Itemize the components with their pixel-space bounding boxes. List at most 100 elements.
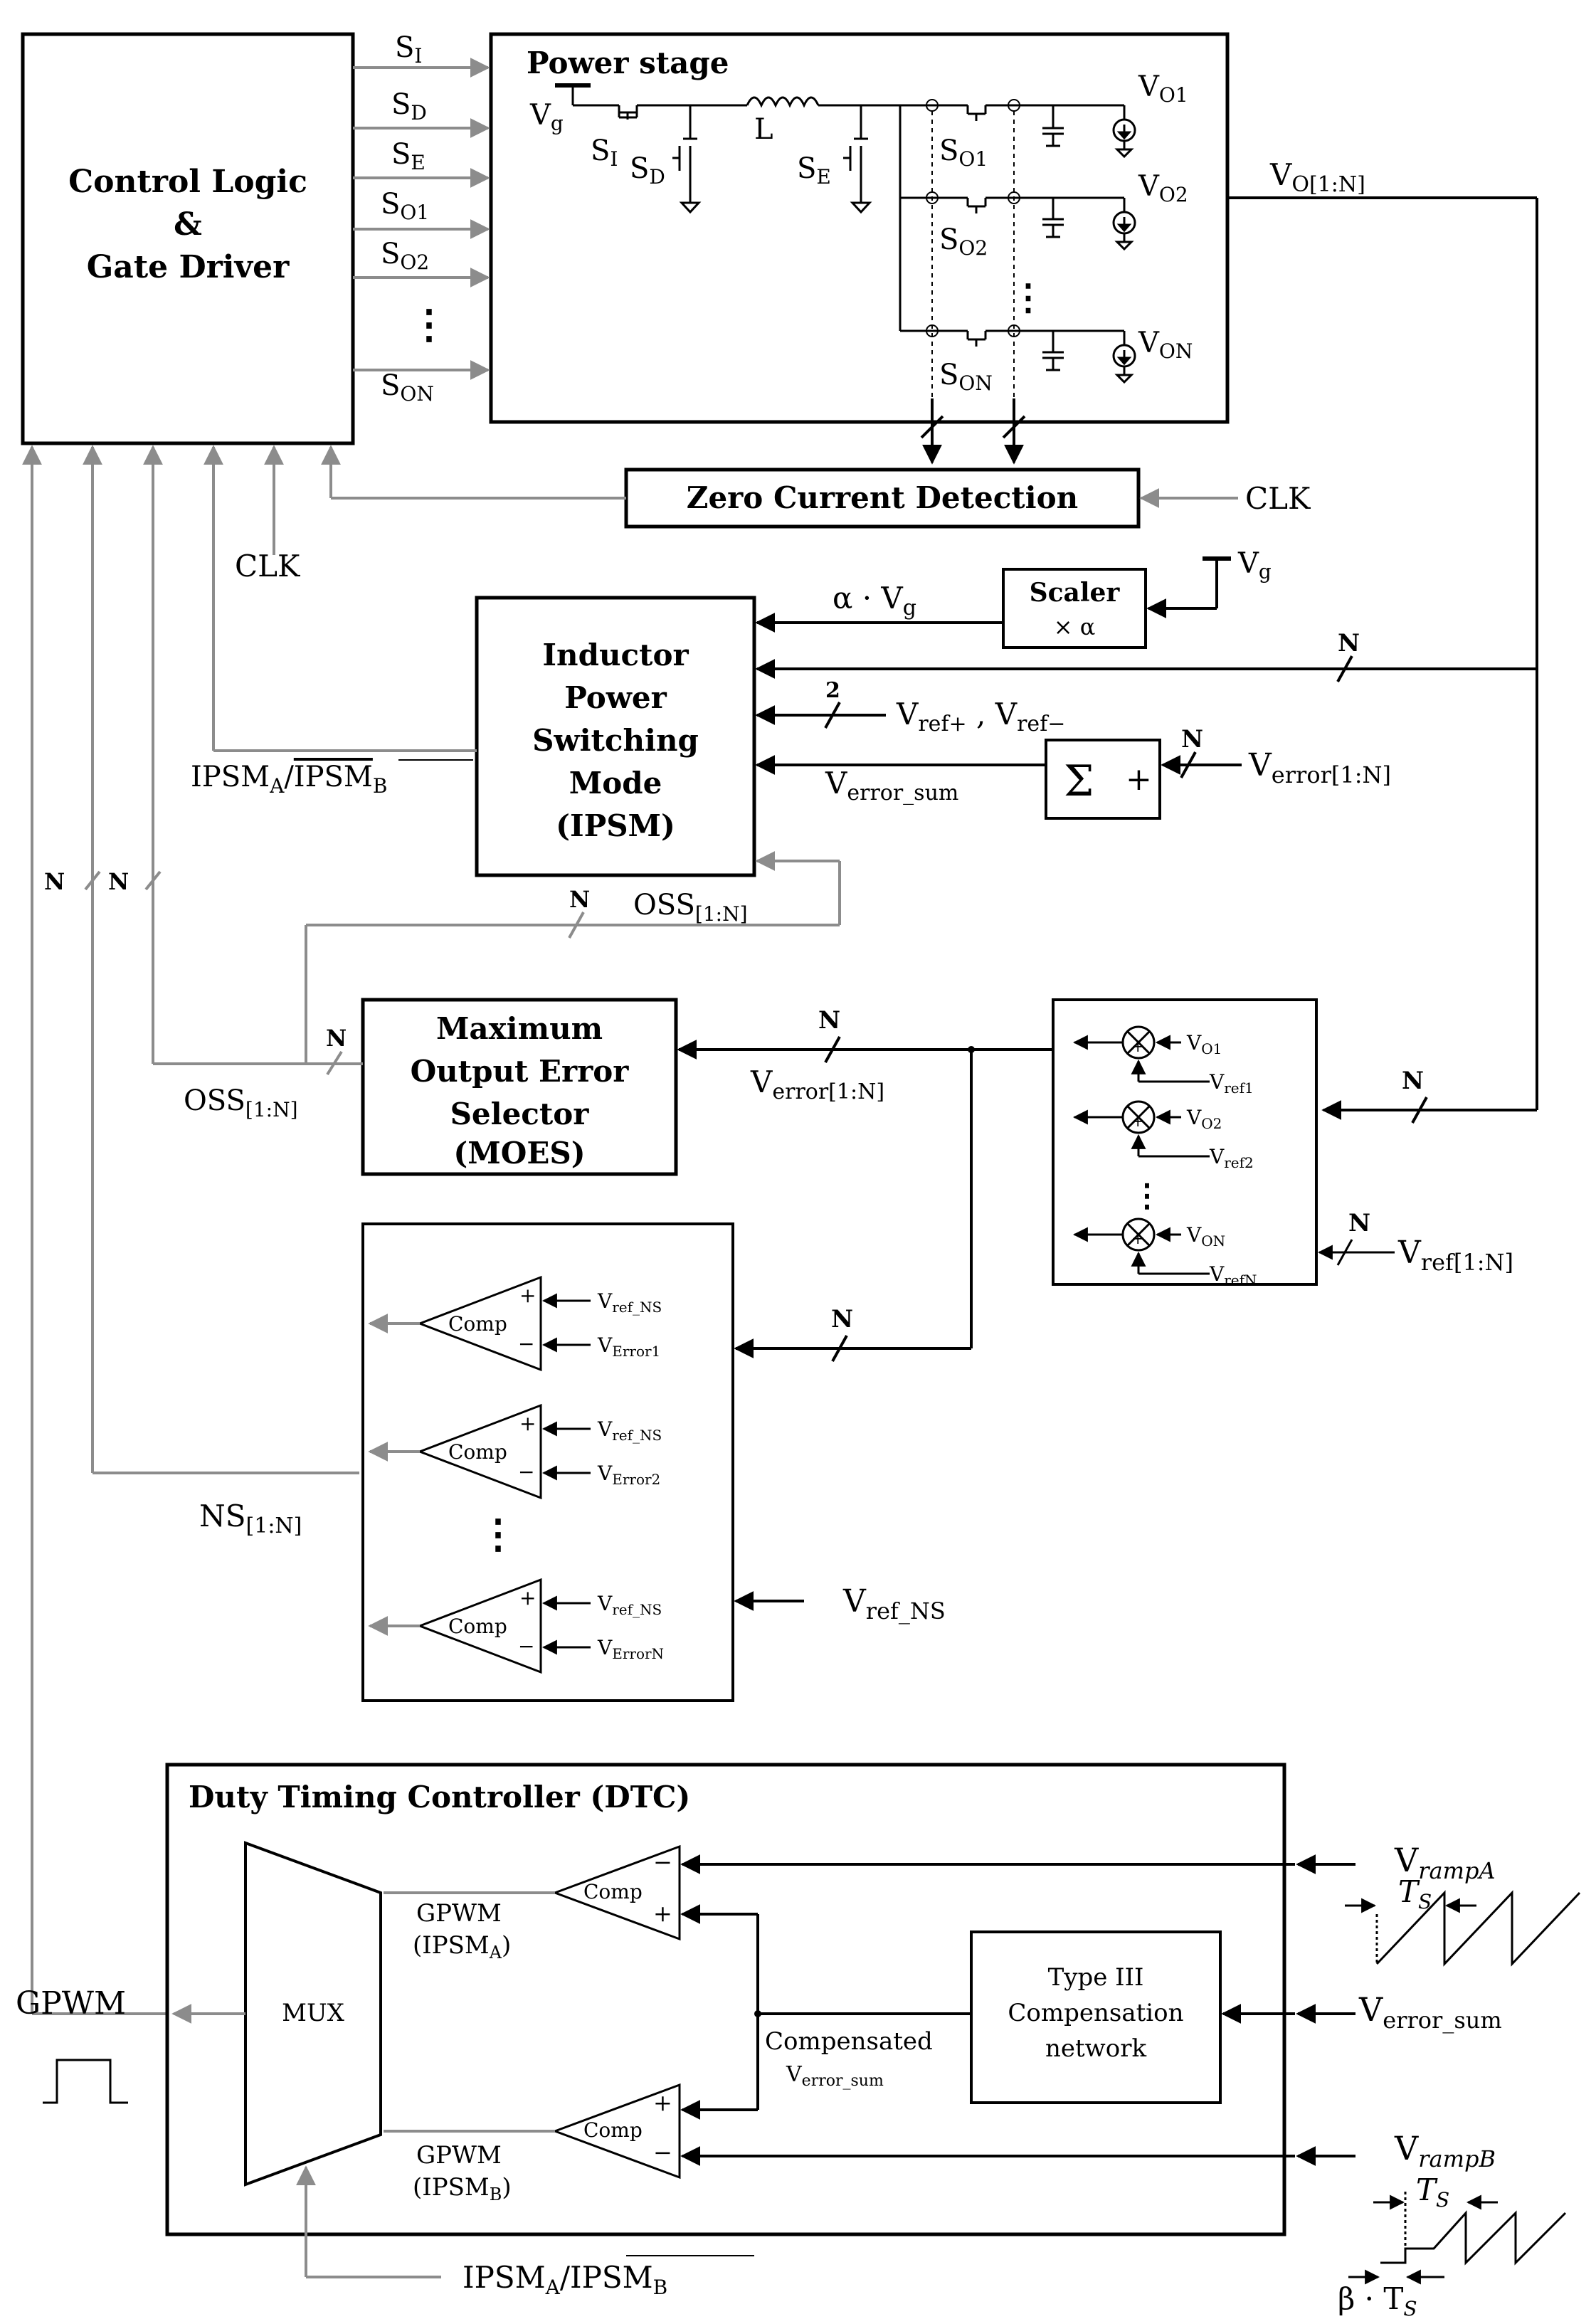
vramp-b: VrampB	[1394, 2129, 1496, 2172]
ipsm-out-label: IPSMA/IPSMB	[191, 761, 387, 798]
svg-text:MUX: MUX	[282, 1999, 344, 2027]
ipsm-bus-2: 2	[825, 678, 840, 703]
svg-text:+: +	[1131, 1230, 1144, 1248]
ps-so1: SO1	[939, 134, 988, 171]
svg-text:network: network	[1045, 2034, 1147, 2063]
vo-bus-n: N	[1402, 1067, 1424, 1095]
ipsm-block: Inductor Power Switching Mode (IPSM)	[475, 596, 756, 877]
vramp-a: VrampA	[1394, 1841, 1496, 1884]
sum-block: Σ +	[1045, 739, 1161, 820]
control-title-3: Gate Driver	[87, 249, 290, 285]
comp-dots: ⋮	[478, 1511, 518, 1558]
vo-bus	[1227, 196, 1538, 1124]
compensated-1: Compensated	[765, 2027, 933, 2056]
ea-vo2: VO2	[1186, 1106, 1222, 1132]
svg-text:+: +	[519, 1412, 536, 1435]
type3-block: Type III Compensation network	[970, 1930, 1222, 2104]
vref-ns-in: Vref_NS	[842, 1583, 946, 1625]
alpha-vg: α · Vg	[833, 581, 916, 620]
svg-text:(MOES): (MOES)	[453, 1136, 585, 1171]
gpwm-a-2: (IPSMA)	[413, 1931, 511, 1963]
vref-n: N	[1348, 1209, 1370, 1237]
drive-sd: SD	[391, 88, 427, 125]
svg-text:−: −	[653, 2139, 672, 2166]
beta-ts: β · TS	[1338, 2281, 1417, 2319]
ps-vg: Vg	[529, 99, 564, 135]
power-stage-block: Power stage	[489, 32, 1230, 424]
ea-von: VON	[1186, 1223, 1225, 1250]
control-title-1: Control Logic	[68, 164, 307, 200]
comp2-ref: Vref_NS	[597, 1417, 662, 1444]
gpwm-b-2: (IPSMB)	[413, 2173, 512, 2204]
oss-top-n: N	[569, 886, 590, 913]
svg-text:Output Error: Output Error	[411, 1054, 630, 1089]
svg-text:−: −	[518, 1332, 534, 1356]
comp2-err: VError2	[597, 1462, 660, 1488]
svg-text:Type III: Type III	[1048, 1963, 1144, 1992]
vref-in: Vref[1:N]	[1397, 1235, 1513, 1276]
ts-a: TS	[1398, 1874, 1432, 1913]
ps-sd: SD	[630, 152, 665, 189]
svg-text:Duty Timing Controller (DTC): Duty Timing Controller (DTC)	[189, 1780, 690, 1814]
svg-text:Inductor: Inductor	[542, 638, 689, 672]
comp2-label: Comp	[448, 1440, 507, 1464]
moes-n: N	[818, 1006, 840, 1035]
ea-vrefn: VrefN	[1209, 1262, 1257, 1289]
ns-label: NS[1:N]	[199, 1499, 302, 1538]
sum-n: N	[1181, 725, 1203, 754]
power-stage-title: Power stage	[527, 46, 729, 80]
svg-text:(IPSM): (IPSM)	[556, 808, 675, 843]
ps-vo1: VO1	[1138, 70, 1188, 107]
compn-ref: Vref_NS	[597, 1592, 662, 1618]
verror-in: Verror[1:N]	[1248, 747, 1391, 788]
svg-text:Compensation: Compensation	[1008, 1999, 1183, 2027]
vref-pm: Vref+ , Vref−	[896, 697, 1065, 736]
svg-text:−: −	[518, 1460, 534, 1484]
ipsm-verror-sum: Verror_sum	[825, 766, 958, 805]
ps-son: SON	[939, 359, 993, 395]
moes-block: Maximum Output Error Selector (MOES)	[361, 998, 678, 1176]
ramp-waveforms	[1345, 1890, 1581, 2285]
comp-n: N	[831, 1305, 853, 1333]
ps-vo2: VO2	[1138, 170, 1188, 206]
ns-comparator-block	[361, 1222, 734, 1702]
control-logic-block: Control Logic & Gate Driver	[21, 32, 355, 445]
svg-text:+: +	[1131, 1113, 1144, 1131]
svg-text:−: −	[653, 1849, 672, 1876]
mux-sel-label: IPSMA/IPSMB	[463, 2260, 667, 2299]
comp1-err: VError1	[597, 1333, 660, 1360]
dtc-comp-b: Comp	[583, 2118, 643, 2142]
ps-von: VON	[1138, 327, 1193, 363]
svg-text:+: +	[519, 1586, 536, 1610]
ea-vo1: VO1	[1186, 1031, 1222, 1057]
vo-bus-label: VO[1:N]	[1269, 157, 1365, 197]
oss-left-label: OSS[1:N]	[184, 1084, 298, 1121]
gpwm-b-1: GPWM	[416, 2141, 502, 2170]
drive-dots: ⋮	[409, 301, 449, 348]
svg-text:× α: × α	[1054, 613, 1096, 640]
svg-text:Power: Power	[564, 680, 667, 715]
svg-text:Switching: Switching	[532, 723, 699, 758]
svg-text:Zero Current Detection: Zero Current Detection	[687, 480, 1078, 515]
error-amp-block	[1052, 998, 1318, 1286]
ps-l: L	[754, 113, 773, 146]
drive-se: SE	[391, 138, 426, 174]
ps-dots: ⋮	[1010, 276, 1046, 318]
ea-dots: ⋮	[1131, 1178, 1163, 1214]
oss-left-n: N	[326, 1025, 347, 1052]
scaler-block: Scaler × α	[1002, 568, 1147, 649]
svg-text:+: +	[653, 2089, 672, 2116]
verror-sum-dtc: Verror_sum	[1358, 1990, 1502, 2034]
comp1-ref: Vref_NS	[597, 1289, 662, 1316]
compensated-2: Verror_sum	[786, 2062, 884, 2090]
comp1-label: Comp	[448, 1312, 507, 1336]
svg-text:Maximum: Maximum	[436, 1011, 603, 1046]
svg-text:Scaler: Scaler	[1030, 578, 1121, 608]
control-title-2: &	[174, 206, 202, 243]
svg-text:Selector: Selector	[450, 1097, 590, 1131]
ts-b: TS	[1416, 2172, 1449, 2212]
drive-si: SI	[395, 31, 422, 68]
moes-verror: Verror[1:N]	[750, 1065, 884, 1104]
svg-text:+: +	[1131, 1038, 1144, 1056]
clk-zcd: CLK	[1245, 481, 1311, 516]
